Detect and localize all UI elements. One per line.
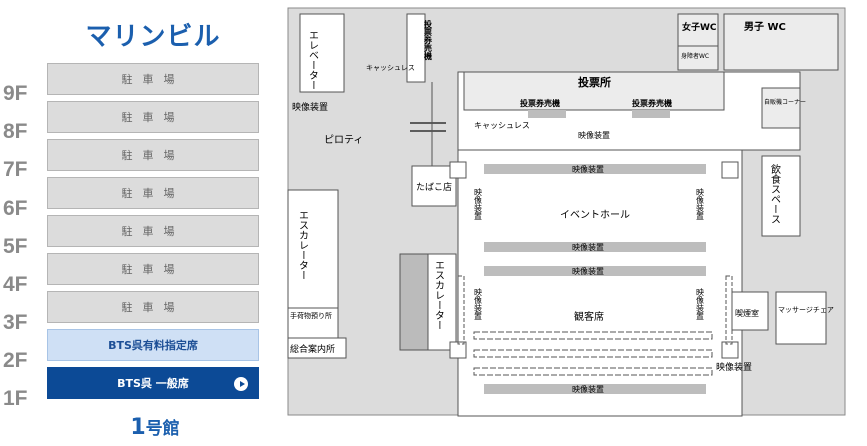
building-label: 1号館 [95,414,215,440]
floor-label-1f: 1F [3,387,28,410]
floor-label-3f: 3F [3,311,28,334]
video-bar [484,384,706,394]
video-bar [484,266,706,276]
smoking-label: 喫煙室 [735,308,759,318]
dining-box [761,155,801,237]
video-bar [484,164,706,174]
voting-left-box [406,13,426,83]
video-top-left-label: 映像装置 [292,101,328,113]
page-title: マリンビル [85,22,221,52]
audience-label: 観客席 [574,310,604,323]
floor-button-6f[interactable]: 駐車場 [47,177,259,209]
voting-office-label: 投票所 [578,75,611,89]
video-bar2-label: 映像装置 [572,242,604,252]
voting-office-box [463,71,725,111]
video-side-r2-label: 映像装置 [696,287,705,320]
video-bar-small [632,110,670,118]
tobacco-box [411,165,457,207]
floor-label-6f: 6F [3,197,28,220]
women-wc-box [677,13,719,47]
vending-box [761,87,801,129]
elevator-box [299,13,345,93]
pillar [721,161,739,179]
escalator-center-box [427,253,457,351]
disabled-wc-label: 身障者WC [681,52,709,60]
video-bar-small [528,110,566,118]
video-bottom-right-label: 映像装置 [716,361,752,373]
massage-box [775,291,827,345]
dining-label: 飲食スペース [769,163,781,224]
floor-button-1f-label: BTS呉 一般席 [117,377,189,390]
seat-row [473,367,713,376]
tobacco-label: たばこ店 [416,181,452,193]
building-number: 1 [130,415,146,440]
side-seats-right [725,275,733,345]
video-bar1-label: 映像装置 [572,164,604,174]
video-bar4-label: 映像装置 [572,384,604,394]
video-side-l1-label: 映像装置 [474,187,483,220]
floor-label-7f: 7F [3,158,28,181]
floor-button-1f[interactable]: BTS呉 一般席 [47,367,259,399]
floor-button-3f[interactable]: 駐車場 [47,291,259,323]
pillar [721,341,739,359]
video-bar [484,242,706,252]
video-side-r1-label: 映像装置 [696,187,705,220]
elevator-label: エレベーター [307,30,319,90]
side-seats-left [457,275,465,345]
floor-button-7f[interactable]: 駐車場 [47,139,259,171]
floor-label-9f: 9F [3,82,28,105]
building-suffix: 号館 [145,419,180,439]
luggage-box [287,307,339,339]
massage-label: マッサージチェア [778,306,834,314]
voting-m1-label: 投票券売機 [520,98,560,108]
pillar [449,161,467,179]
escalator-center-label: エスカレーター [433,260,445,330]
event-hall-label: イベントホール [560,209,630,221]
floor-label-5f: 5F [3,235,28,258]
seat-row [473,349,713,358]
women-wc-label: 女子WC [682,21,717,33]
arrow-right-icon [234,377,248,391]
men-wc-box [723,13,839,71]
floor-label-4f: 4F [3,273,28,296]
disabled-wc-box [677,45,719,71]
video-center-label: 映像装置 [578,130,610,140]
floor-button-8f[interactable]: 駐車場 [47,101,259,133]
escalator-steps [399,253,429,351]
info-box [287,337,347,359]
video-bar3-label: 映像装置 [572,266,604,276]
escalator-left-label-vis: エスカレーター [297,210,309,280]
piloti-label: ピロティ [324,134,363,146]
voting-m2-label: 投票券売機 [632,98,672,108]
men-wc-label: 男子 WC [744,21,786,33]
info-label: 総合案内所 [290,343,335,355]
voting-left-label: 投票券売機 [423,19,433,61]
floor-label-8f: 8F [3,120,28,143]
cashless-left-label: キャッシュレス [366,64,415,72]
smoking-box [731,291,769,331]
event-hall-area [457,149,743,417]
luggage-label: 手荷物預り所 [290,311,332,320]
floor-button-2f[interactable]: BTS呉有料指定席 [47,329,259,361]
floor-label-2f: 2F [3,349,28,372]
seat-row [473,331,713,340]
floor-button-9f[interactable]: 駐車場 [47,63,259,95]
floor-button-5f[interactable]: 駐車場 [47,215,259,247]
vending-label: 自販機コーナー [764,98,806,106]
floor-button-4f[interactable]: 駐車場 [47,253,259,285]
video-side-l2-label: 映像装置 [474,287,483,320]
cashless-center-label: キャッシュレス [474,121,530,130]
escalator-left-box [287,189,339,309]
